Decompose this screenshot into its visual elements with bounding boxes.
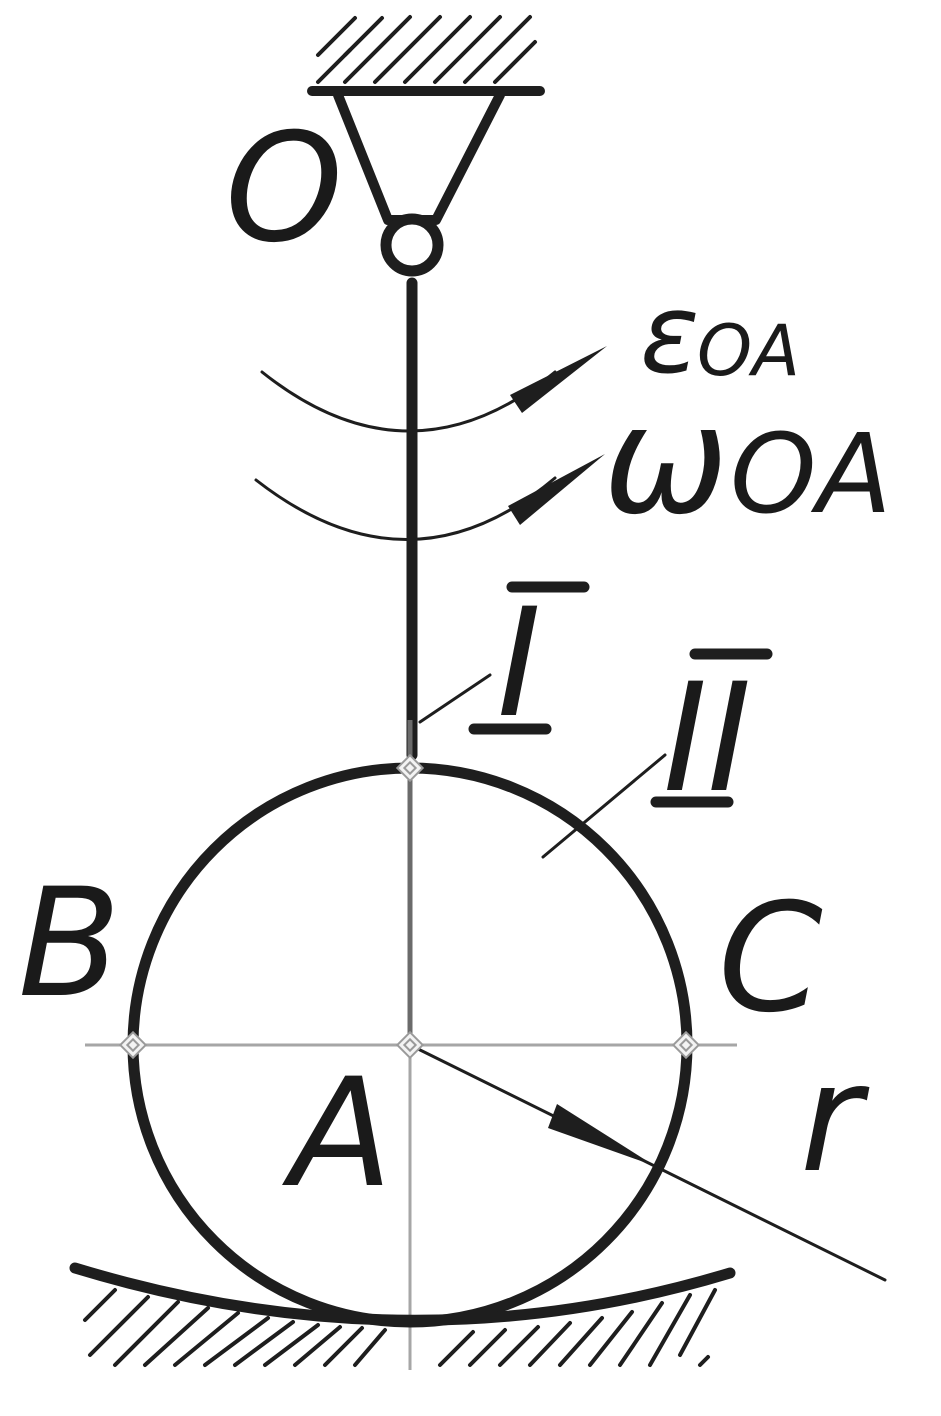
leader-line-two <box>541 753 667 859</box>
leader-line-one <box>418 673 492 724</box>
label-point-b: B <box>18 857 121 1031</box>
label-point-a: A <box>282 1047 393 1221</box>
label-pivot-o: O <box>225 102 343 276</box>
label-omega: ω <box>603 374 729 548</box>
pivot-support-triangle <box>333 90 505 225</box>
pivot-hinge-o <box>380 213 444 277</box>
ground-surface <box>69 1262 736 1326</box>
label-body-two: II <box>663 652 751 826</box>
ground-hatching <box>83 1288 717 1367</box>
label-omega-sub: OA <box>730 410 892 538</box>
label-point-c: C <box>718 872 823 1046</box>
label-epsilon-sub: OA <box>697 310 800 392</box>
point-marker-c <box>671 1030 701 1060</box>
point-marker-a <box>395 1030 425 1060</box>
omega-arrowhead <box>508 454 605 525</box>
label-body-one: I <box>497 577 541 751</box>
epsilon-arrowhead <box>510 346 607 413</box>
label-radius: r <box>800 1032 870 1206</box>
point-marker-b <box>118 1030 148 1060</box>
label-epsilon: ε <box>640 270 699 398</box>
top-support-hatching <box>316 15 537 84</box>
radius-arrowhead <box>548 1104 655 1166</box>
point-marker-top <box>395 753 425 783</box>
